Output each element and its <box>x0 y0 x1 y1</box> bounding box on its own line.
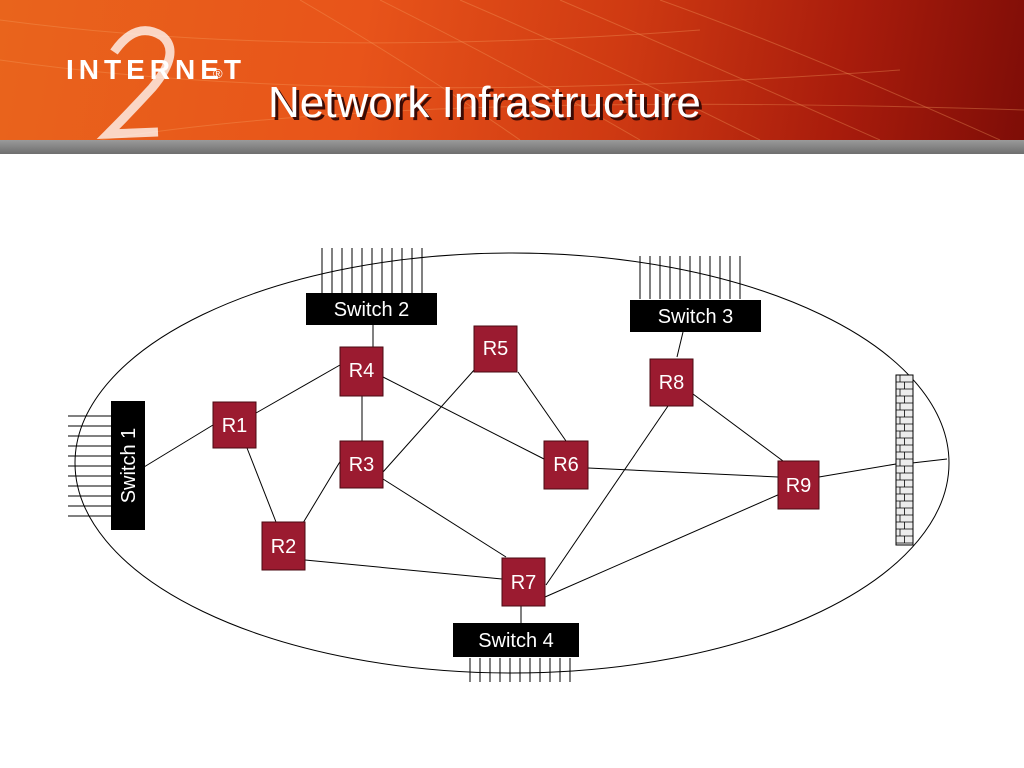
link-r1-r2 <box>246 447 277 523</box>
switch-1-label: Switch 1 <box>118 428 140 504</box>
link-r9-firewall <box>818 463 897 478</box>
router-r3-label: R3 <box>349 454 375 476</box>
switch-4-label: Switch 4 <box>478 630 554 652</box>
router-r8[interactable]: R8 <box>649 358 694 407</box>
router-r6[interactable]: R6 <box>543 440 589 490</box>
switch-4[interactable]: Switch 4 <box>453 623 579 657</box>
switch-2-label: Switch 2 <box>334 299 410 321</box>
switch1-ports <box>68 415 111 517</box>
banner-pattern <box>0 0 1024 140</box>
router-r8-label: R8 <box>659 372 685 394</box>
router-r4-label: R4 <box>349 360 375 382</box>
link-r6-r9 <box>587 467 779 478</box>
router-r9-label: R9 <box>786 475 812 497</box>
switch2-ports <box>321 248 423 295</box>
firewall-icon <box>895 374 914 546</box>
page-title: Network Infrastructure <box>268 78 701 127</box>
firewall-external-link <box>911 458 948 464</box>
internet2-logo-icon <box>96 26 175 139</box>
link-r8-s3 <box>676 331 684 358</box>
switch-3-label: Switch 3 <box>658 306 734 328</box>
link-s1-r1 <box>143 424 214 468</box>
router-r7[interactable]: R7 <box>501 557 546 607</box>
link-r2-r3 <box>302 459 342 524</box>
link-r2-r7 <box>304 559 503 580</box>
router-r7-label: R7 <box>511 572 537 594</box>
logo-registered-mark: ® <box>213 66 223 81</box>
logo-text: INTERNET <box>66 54 246 85</box>
router-r5-label: R5 <box>483 338 509 360</box>
switch-2[interactable]: Switch 2 <box>306 293 437 325</box>
switch-1[interactable]: Switch 1 <box>111 401 145 530</box>
network-boundary-ellipse <box>74 252 950 674</box>
router-r2[interactable]: R2 <box>261 521 306 571</box>
header-underline-bar <box>0 140 1024 154</box>
link-r1-r4 <box>255 364 341 414</box>
network-diagram: Switch 2 Switch 3 Switch 4 Switch 1 R1 R… <box>68 248 950 682</box>
switch-3[interactable]: Switch 3 <box>630 300 761 332</box>
router-r4[interactable]: R4 <box>339 346 384 397</box>
link-r3-r7 <box>382 478 507 558</box>
router-r6-label: R6 <box>553 454 579 476</box>
link-r5-r6 <box>517 371 567 442</box>
link-r3-r5 <box>382 368 476 473</box>
header-banner: INTERNET ® Network Infrastructure <box>0 0 1024 140</box>
router-r2-label: R2 <box>271 536 297 558</box>
link-r8-r7 <box>545 405 669 586</box>
link-r7-r9 <box>544 493 781 598</box>
router-r3[interactable]: R3 <box>339 440 384 489</box>
link-r4-r6 <box>382 376 545 460</box>
router-r5[interactable]: R5 <box>473 325 518 373</box>
router-r1-label: R1 <box>222 415 248 437</box>
router-r1[interactable]: R1 <box>212 401 257 449</box>
link-r8-r9 <box>692 393 784 462</box>
router-r9[interactable]: R9 <box>777 460 820 510</box>
links-group <box>143 324 897 623</box>
switch3-ports <box>639 256 741 299</box>
switch4-ports <box>469 658 571 682</box>
